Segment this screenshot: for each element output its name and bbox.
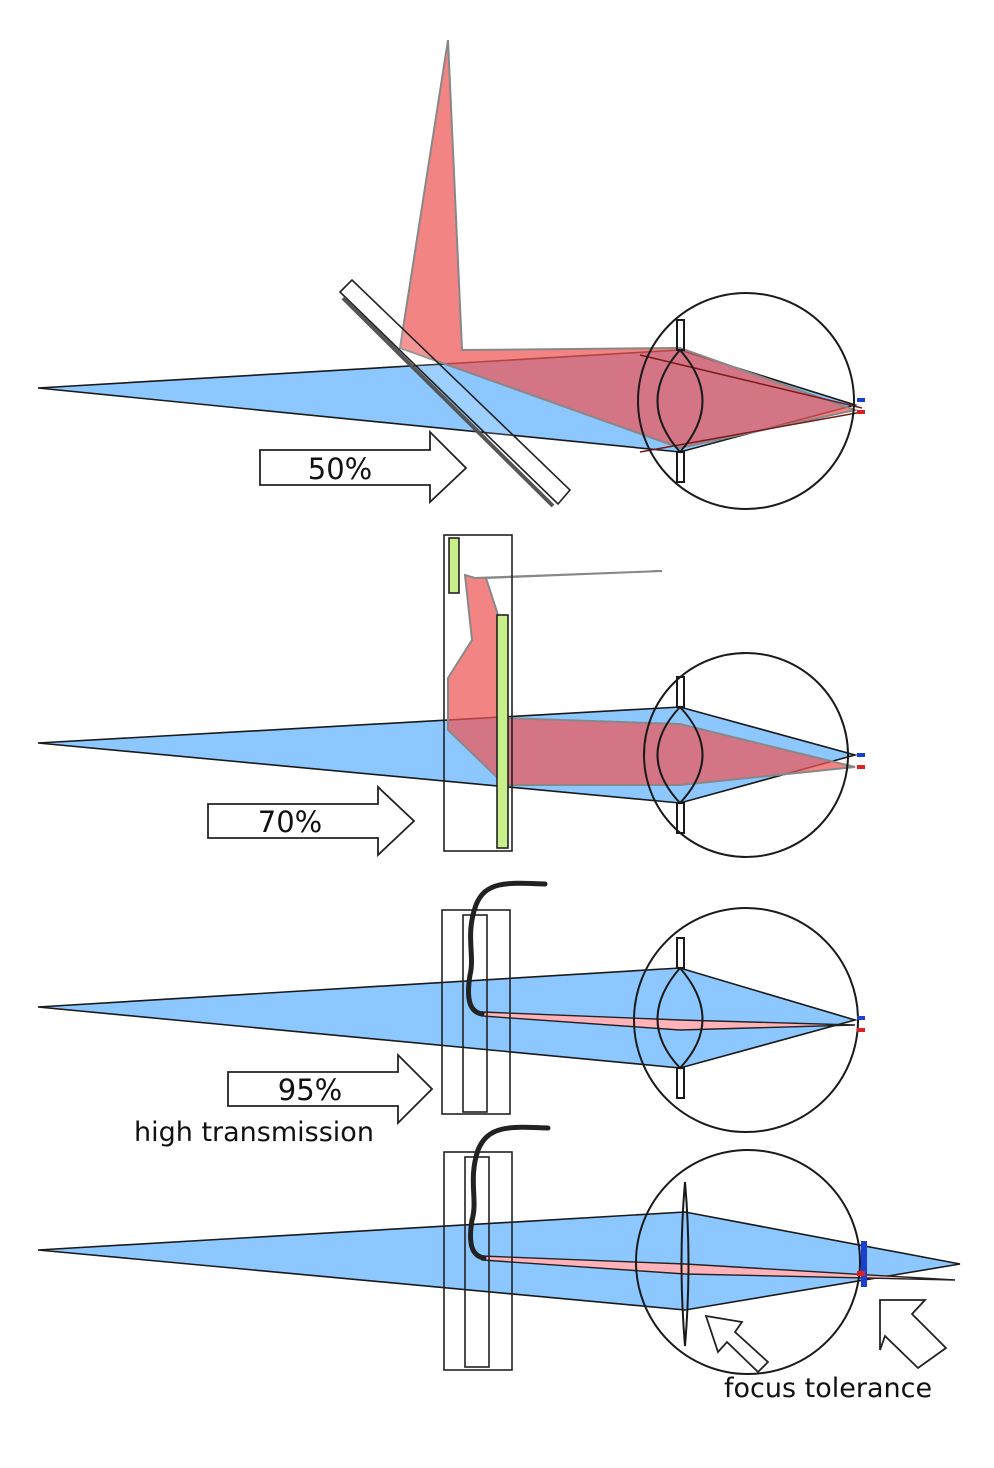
arrow-right-icon xyxy=(227,1052,434,1126)
retina-display-mark xyxy=(857,1271,865,1276)
retina-display-mark xyxy=(857,1028,865,1032)
display-light-path xyxy=(398,39,859,450)
focus-tolerance-caption: focus tolerance xyxy=(724,1373,932,1404)
efficiency-arrow-70: 70% xyxy=(207,784,416,858)
world-light-cone xyxy=(37,967,858,1069)
eye-icon xyxy=(635,1149,867,1375)
efficiency-arrow-95: 95% xyxy=(227,1052,434,1126)
retina-world-mark xyxy=(861,1241,867,1287)
eye-icon xyxy=(643,652,865,858)
beamsplitter-plate xyxy=(338,278,572,508)
display-light-path xyxy=(447,570,856,786)
waveguide-slab xyxy=(443,534,513,852)
retina-display-mark xyxy=(857,410,865,414)
out-coupling-grating xyxy=(496,614,509,849)
arrow-up-left-icon xyxy=(879,1299,948,1370)
in-coupling-grating xyxy=(448,537,460,594)
retina-world-mark xyxy=(857,1016,865,1020)
lens-icon xyxy=(680,1181,690,1347)
efficiency-label: 50% xyxy=(308,452,372,486)
retina-world-mark xyxy=(857,398,865,402)
eye-icon xyxy=(633,907,865,1133)
arrow-right-icon xyxy=(207,784,416,858)
retina-world-mark xyxy=(857,753,865,757)
panel-fiber-focus-tolerance: focus tolerance xyxy=(37,1124,961,1404)
efficiency-label: 70% xyxy=(258,805,322,839)
optical-fiber xyxy=(468,1124,551,1261)
arrow-up-left-icon xyxy=(704,1314,770,1374)
efficiency-label: 95% xyxy=(278,1073,342,1107)
panel-beamsplitter: 50% xyxy=(37,39,865,510)
panel-waveguide: 70% xyxy=(37,534,865,858)
panel-fiber-high-transmission: 95% high transmission xyxy=(37,880,865,1148)
optical-fiber xyxy=(466,880,548,1017)
efficiency-arrow-50: 50% xyxy=(259,429,468,505)
high-transmission-caption: high transmission xyxy=(134,1117,374,1148)
retina-display-mark xyxy=(857,765,865,769)
arrow-right-icon xyxy=(259,429,468,505)
eye-icon xyxy=(637,292,865,510)
